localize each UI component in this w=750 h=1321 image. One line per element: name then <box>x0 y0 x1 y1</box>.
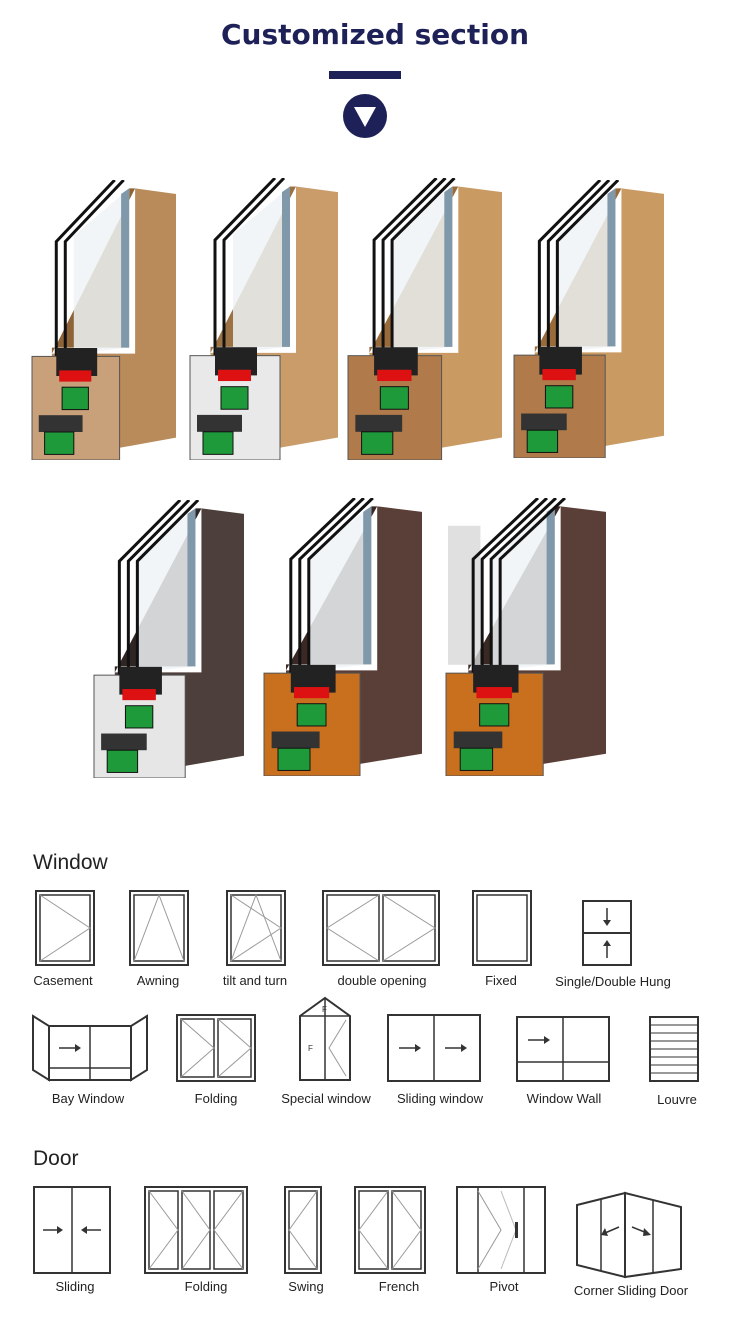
window-label-double-opening: double opening <box>337 973 427 988</box>
window-wall-icon <box>516 1016 610 1082</box>
window-label-bay-window: Bay Window <box>51 1091 125 1106</box>
svg-text:F: F <box>308 1044 313 1053</box>
window-label-special-window: Special window <box>281 1091 371 1106</box>
door-label-folding: Folding <box>184 1279 228 1294</box>
profile-cross-section-3 <box>346 176 502 465</box>
corner-sliding-door-icon <box>575 1191 683 1279</box>
fixed-window-icon <box>472 890 532 966</box>
window-label-awning: Awning <box>136 973 180 988</box>
french-door-icon <box>354 1186 426 1274</box>
louvre-window-icon <box>649 1016 699 1082</box>
awning-window-icon <box>129 890 189 966</box>
door-label-pivot: Pivot <box>489 1279 519 1294</box>
window-label-single-double-hung: Single/Double Hung <box>555 974 671 989</box>
profile-cross-section-7 <box>444 496 606 781</box>
down-arrow-icon <box>343 94 387 138</box>
window-label-folding: Folding <box>194 1091 238 1106</box>
door-label-sliding: Sliding <box>55 1279 95 1294</box>
pivot-door-icon <box>456 1186 546 1274</box>
double-opening-window-icon <box>322 890 440 966</box>
page-title: Customized section <box>220 18 530 51</box>
profile-cross-section-2 <box>188 176 338 465</box>
title-underline <box>329 71 401 79</box>
bay-window-icon <box>31 1014 149 1082</box>
door-label-corner-sliding-door: Corner Sliding Door <box>573 1283 689 1298</box>
window-label-tilt-and-turn: tilt and turn <box>222 973 288 988</box>
door-label-french: French <box>378 1279 420 1294</box>
profile-cross-section-1 <box>30 178 176 465</box>
sliding-door-icon <box>33 1186 111 1274</box>
window-label-window-wall: Window Wall <box>526 1091 602 1106</box>
folding-door-icon <box>144 1186 248 1274</box>
tilt-and-turn-window-icon <box>226 890 286 966</box>
casement-window-icon <box>35 890 95 966</box>
door-section-title: Door <box>33 1147 79 1170</box>
sliding-window-icon <box>387 1014 481 1082</box>
window-label-casement: Casement <box>33 973 93 988</box>
profile-cross-section-5 <box>92 498 244 783</box>
window-label-sliding-window: Sliding window <box>397 1091 483 1106</box>
profile-cross-section-4 <box>512 178 664 463</box>
folding-window-icon <box>176 1014 256 1082</box>
single-double-hung-window-icon <box>582 900 632 966</box>
window-label-louvre: Louvre <box>657 1092 697 1107</box>
swing-door-icon <box>284 1186 322 1274</box>
window-section-title: Window <box>33 851 108 874</box>
profile-cross-section-6 <box>262 496 422 781</box>
window-label-fixed: Fixed <box>485 973 517 988</box>
svg-text:F: F <box>322 1005 327 1014</box>
door-label-swing: Swing <box>288 1279 324 1294</box>
